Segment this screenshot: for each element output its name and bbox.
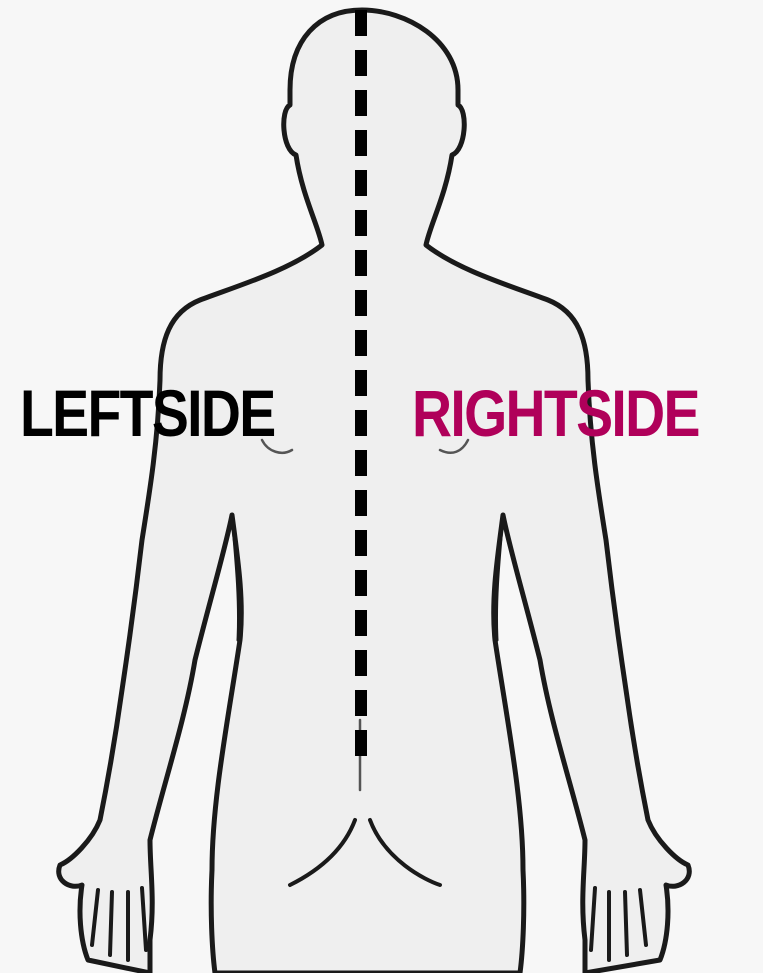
- right-side-label: RIGHTSIDE: [412, 380, 699, 446]
- left-side-label: LEFTSIDE: [20, 380, 275, 446]
